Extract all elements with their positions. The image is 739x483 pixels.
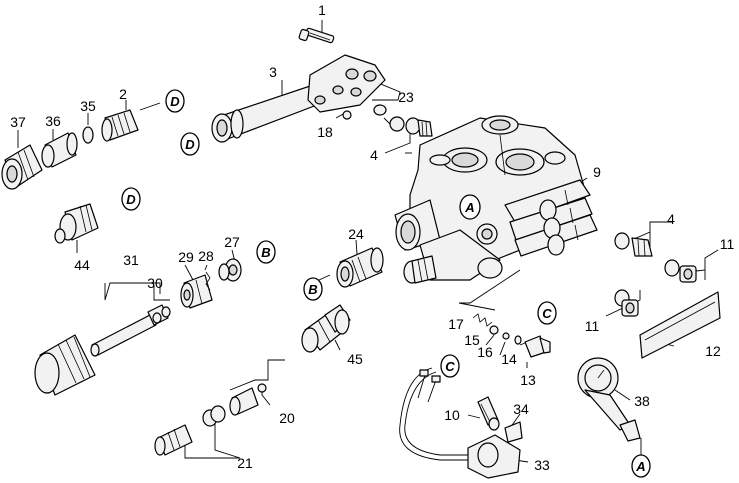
svg-text:C: C (542, 306, 552, 321)
part-number-labels: 1 2 3 4 4 9 10 11 11 12 13 14 15 16 17 1… (10, 2, 734, 473)
part-4-valve-right (614, 232, 653, 257)
part-18-oring (342, 110, 352, 120)
part-12-decal (639, 291, 721, 359)
part-34-clip (504, 421, 523, 443)
label-part-34: 34 (513, 401, 529, 417)
label-part-44: 44 (74, 257, 90, 273)
tag-a-gauge: A (631, 454, 651, 478)
label-part-12: 12 (705, 343, 721, 359)
label-part-37: 37 (10, 114, 26, 130)
tag-c-hose: C (440, 354, 460, 378)
label-part-21: 21 (237, 455, 253, 471)
label-part-24: 24 (348, 226, 364, 242)
label-part-11-lower: 11 (585, 318, 600, 334)
label-part-28: 28 (198, 248, 214, 264)
label-part-23: 23 (398, 89, 414, 105)
part-33-hose-assembly (399, 367, 521, 479)
label-part-45: 45 (347, 351, 363, 367)
label-part-31: 31 (123, 252, 139, 268)
part-11-plug-lower (614, 289, 639, 317)
svg-text:D: D (126, 192, 136, 207)
label-part-29: 29 (178, 249, 194, 265)
part-31-knob-stem (34, 304, 169, 396)
svg-text:B: B (308, 282, 317, 297)
part-10-valve (477, 396, 500, 431)
part-17-spring (472, 313, 493, 327)
svg-text:C: C (445, 359, 455, 374)
svg-text:B: B (261, 245, 270, 260)
part-27-washer (218, 258, 242, 282)
label-part-2: 2 (119, 86, 127, 102)
part-9-pistons (504, 179, 598, 257)
label-part-11-upper: 11 (720, 236, 735, 252)
tag-c-pump: C (537, 301, 557, 325)
part-1-bolt (298, 27, 335, 44)
part-11-plug-upper (664, 259, 697, 283)
svg-text:A: A (464, 200, 474, 215)
tag-b-right: B (256, 240, 276, 264)
label-part-1: 1 (318, 2, 326, 18)
part-14-seat (514, 335, 522, 345)
part-35-oring (82, 126, 94, 144)
label-part-30: 30 (147, 275, 163, 291)
label-part-20: 20 (279, 410, 295, 426)
part-2-inlet-fitting (101, 109, 139, 142)
tag-d-mid: D (180, 132, 200, 156)
part-4-valve-top (405, 117, 433, 137)
tag-a-pump: A (459, 194, 481, 220)
label-part-4-right: 4 (667, 211, 675, 227)
svg-text:D: D (185, 137, 195, 152)
part-24-sleeve (336, 247, 384, 288)
label-part-33: 33 (534, 457, 550, 473)
label-part-16: 16 (477, 344, 493, 360)
label-part-35: 35 (80, 98, 96, 114)
part-30-orings (152, 306, 171, 324)
tag-d-left: D (121, 187, 141, 211)
tag-b-left: B (303, 277, 323, 301)
label-part-10: 10 (444, 407, 460, 423)
svg-text:D: D (170, 94, 180, 109)
part-20-oring (257, 383, 267, 393)
part-44-connector (54, 203, 99, 244)
svg-text:A: A (635, 459, 645, 474)
label-part-9: 9 (593, 164, 601, 180)
part-36-connector (41, 132, 78, 168)
label-part-38: 38 (634, 393, 650, 409)
part-16-oring (502, 332, 510, 340)
label-part-15: 15 (464, 332, 480, 348)
label-part-14: 14 (501, 351, 517, 367)
label-part-17: 17 (448, 316, 464, 332)
label-part-13: 13 (520, 372, 536, 388)
label-part-18: 18 (317, 124, 333, 140)
part-23-orings (373, 104, 405, 132)
part-21-injector (154, 387, 259, 456)
part-37-hose-nut (1, 144, 43, 190)
part-13-valve-body (524, 335, 551, 358)
part-3-cylinder-manifold (211, 54, 386, 143)
part-29-sleeve (180, 274, 213, 309)
label-part-27: 27 (224, 234, 240, 250)
part-pump-outlet-thread (403, 255, 437, 284)
label-part-3: 3 (269, 64, 277, 80)
tag-d-top: D (165, 89, 185, 113)
label-part-4-top: 4 (370, 147, 378, 163)
part-15-ball (489, 325, 499, 335)
part-28-spring-clip (205, 271, 211, 291)
part-38-pressure-gauge (577, 357, 641, 442)
part-45-outlet-fitting (301, 304, 351, 353)
label-part-36: 36 (45, 113, 61, 129)
